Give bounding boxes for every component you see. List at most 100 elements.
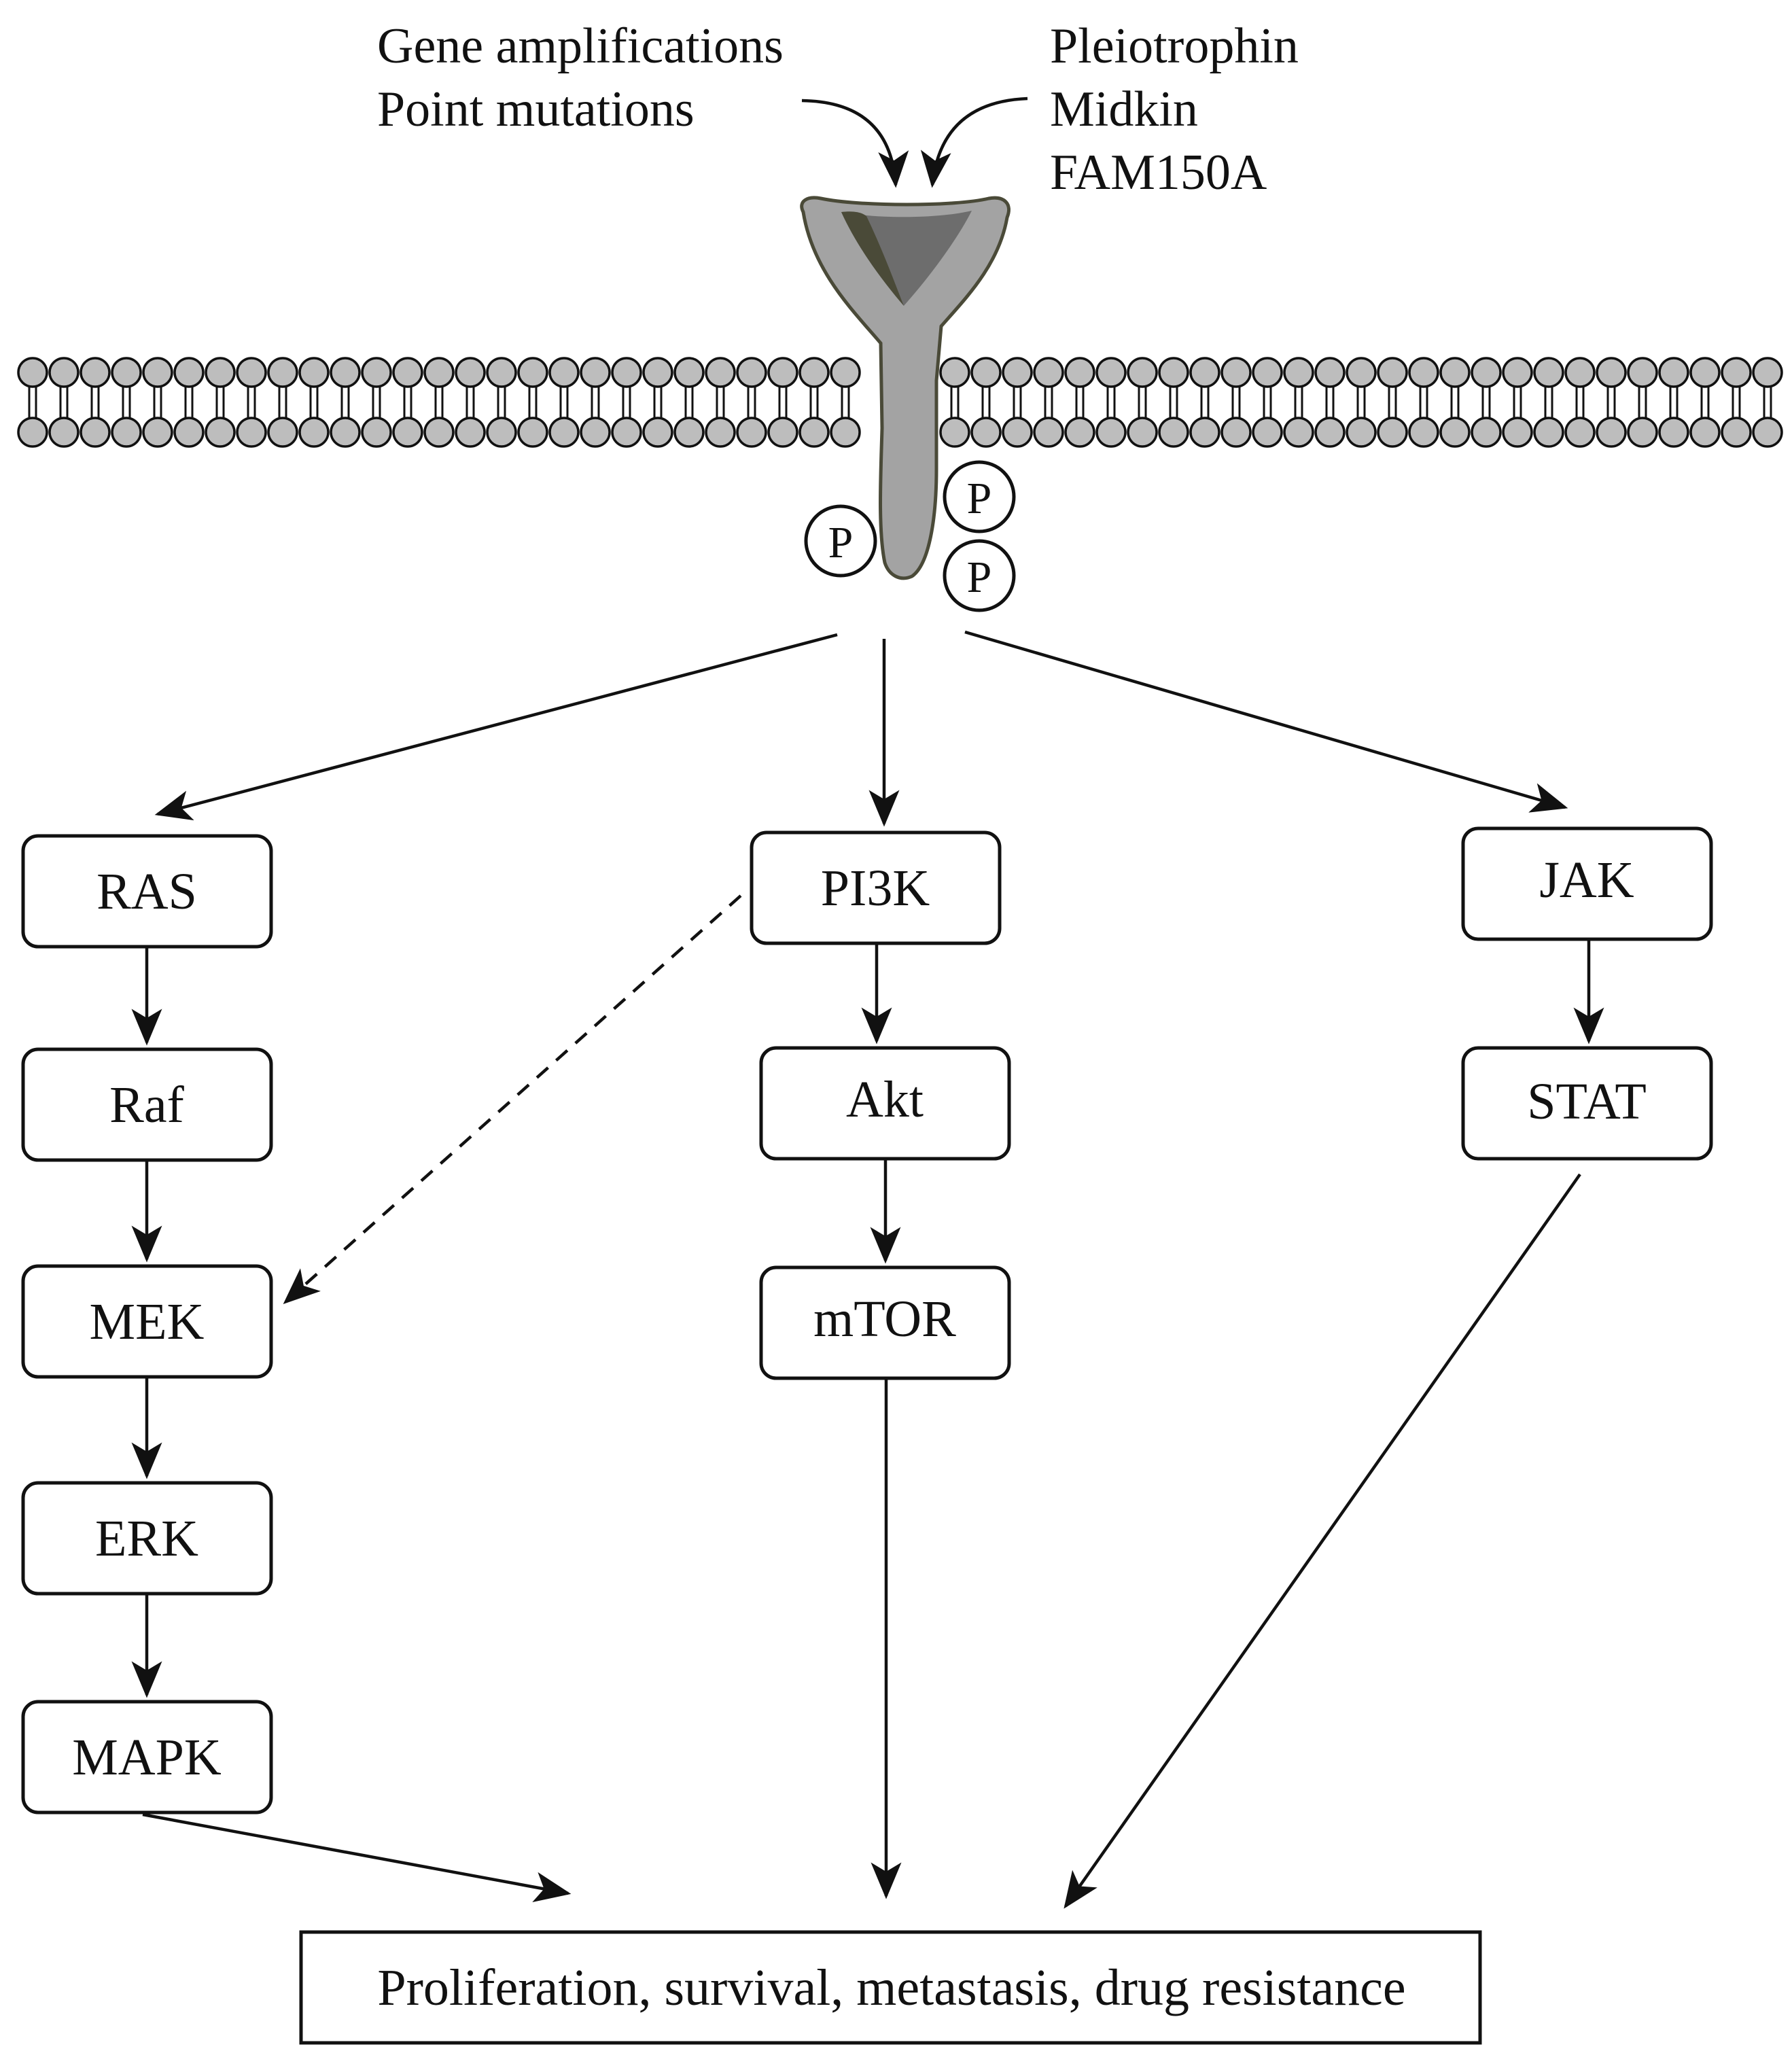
lipid-head bbox=[392, 357, 423, 388]
node-mtor-label: mTOR bbox=[813, 1291, 956, 1348]
lipid-head bbox=[642, 357, 673, 388]
outcome-label: Proliferation, survival, metastasis, dru… bbox=[377, 1959, 1405, 2016]
node-ras-label: RAS bbox=[96, 863, 197, 920]
lipid-head bbox=[392, 417, 423, 448]
lipid-head bbox=[1377, 417, 1408, 448]
phospho-circle bbox=[943, 539, 1016, 612]
lipid-head bbox=[1564, 417, 1596, 448]
lipid-head bbox=[423, 357, 455, 388]
lipid-head bbox=[236, 357, 267, 388]
phospho-label: P bbox=[967, 474, 992, 523]
lipid-head bbox=[1658, 417, 1689, 448]
lipid-head bbox=[267, 357, 298, 388]
lipid-head bbox=[1095, 357, 1127, 388]
lipid-head bbox=[205, 417, 236, 448]
cell-membrane bbox=[17, 357, 1783, 448]
lipid-head bbox=[1314, 417, 1346, 448]
lipid-head bbox=[48, 417, 80, 448]
lipid-head bbox=[798, 417, 830, 448]
stimulus-point-mutations: Point mutations bbox=[377, 82, 695, 137]
lipid-head bbox=[1189, 357, 1220, 388]
arrow-receptor-to-ras bbox=[154, 633, 838, 821]
lipid-head bbox=[1346, 357, 1377, 388]
lipid-head bbox=[1533, 417, 1564, 448]
lipid-head bbox=[1189, 417, 1220, 448]
lipid-head bbox=[17, 417, 48, 448]
lipid-head bbox=[236, 417, 267, 448]
lipid-head bbox=[330, 417, 361, 448]
lipid-head bbox=[1283, 357, 1314, 388]
lipid-head bbox=[1252, 357, 1283, 388]
node-mtor: mTOR bbox=[759, 1265, 1011, 1380]
arrow-mapk-to-outcome bbox=[142, 1812, 572, 1903]
lipid-head bbox=[1127, 417, 1158, 448]
lipid-head bbox=[267, 417, 298, 448]
lipid-head bbox=[1439, 357, 1471, 388]
lipid-head bbox=[1627, 417, 1658, 448]
lipid-head bbox=[1596, 357, 1627, 388]
lipid-head bbox=[142, 357, 173, 388]
phospho-site-right-bottom: P bbox=[943, 539, 1016, 612]
lipid-head bbox=[1252, 417, 1283, 448]
lipid-head bbox=[548, 357, 580, 388]
node-mapk-label: MAPK bbox=[72, 1729, 222, 1786]
lipid-head bbox=[1689, 357, 1721, 388]
alk-receptor bbox=[800, 196, 1011, 580]
phospho-site-right-top: P bbox=[943, 460, 1016, 533]
node-akt: Akt bbox=[759, 1046, 1011, 1161]
lipid-head bbox=[673, 357, 705, 388]
genetic-stimulus-arrow bbox=[801, 99, 909, 188]
lipid-head bbox=[1408, 357, 1439, 388]
lipid-head bbox=[1220, 357, 1252, 388]
lipid-head bbox=[580, 417, 611, 448]
lipid-head bbox=[1752, 357, 1783, 388]
phospho-circle bbox=[804, 504, 877, 578]
lipid-head bbox=[1283, 417, 1314, 448]
ligand-stimuli-label: Pleiotrophin Midkin FAM150A bbox=[1050, 18, 1299, 200]
node-jak-label: JAK bbox=[1539, 852, 1634, 909]
lipid-head bbox=[736, 357, 767, 388]
node-erk: ERK bbox=[21, 1481, 273, 1596]
lipid-head bbox=[798, 357, 830, 388]
phospho-site-left: P bbox=[804, 504, 877, 578]
lipid-head bbox=[1471, 417, 1502, 448]
lipid-head bbox=[455, 417, 486, 448]
receptor-body bbox=[800, 196, 1011, 580]
ligand-midkin: Midkin bbox=[1050, 82, 1198, 137]
lipid-head bbox=[455, 357, 486, 388]
stimulus-gene-amplifications: Gene amplifications bbox=[377, 18, 784, 74]
lipid-head bbox=[517, 417, 548, 448]
lipid-head bbox=[517, 357, 548, 388]
node-stat: STAT bbox=[1461, 1046, 1713, 1161]
lipid-head bbox=[580, 357, 611, 388]
lipid-head bbox=[1658, 357, 1689, 388]
lipid-head bbox=[970, 357, 1002, 388]
lipid-head bbox=[1002, 357, 1033, 388]
lipid-head bbox=[830, 357, 861, 388]
lipid-head bbox=[673, 417, 705, 448]
lipid-head bbox=[1095, 417, 1127, 448]
lipid-head bbox=[1220, 417, 1252, 448]
lipid-head bbox=[486, 357, 517, 388]
arrow-pi3k-to-mek-dashed bbox=[283, 894, 742, 1304]
lipid-head bbox=[767, 357, 798, 388]
node-mek-label: MEK bbox=[90, 1293, 205, 1350]
lipid-head bbox=[1002, 417, 1033, 448]
ligand-fam150a: FAM150A bbox=[1050, 145, 1267, 200]
lipid-head bbox=[1033, 417, 1064, 448]
node-stat-label: STAT bbox=[1527, 1073, 1647, 1130]
lipid-head bbox=[1127, 357, 1158, 388]
node-ras: RAS bbox=[21, 834, 273, 949]
lipid-head bbox=[705, 357, 736, 388]
lipid-head bbox=[1064, 357, 1095, 388]
lipid-head bbox=[1689, 417, 1721, 448]
lipid-head bbox=[736, 417, 767, 448]
lipid-head bbox=[1408, 417, 1439, 448]
lipid-head bbox=[111, 417, 142, 448]
lipid-head bbox=[767, 417, 798, 448]
phospho-label: P bbox=[828, 518, 854, 567]
ligand-pleiotrophin: Pleiotrophin bbox=[1050, 18, 1299, 74]
lipid-head bbox=[423, 417, 455, 448]
lipid-head bbox=[611, 357, 642, 388]
node-raf-label: Raf bbox=[109, 1076, 184, 1134]
